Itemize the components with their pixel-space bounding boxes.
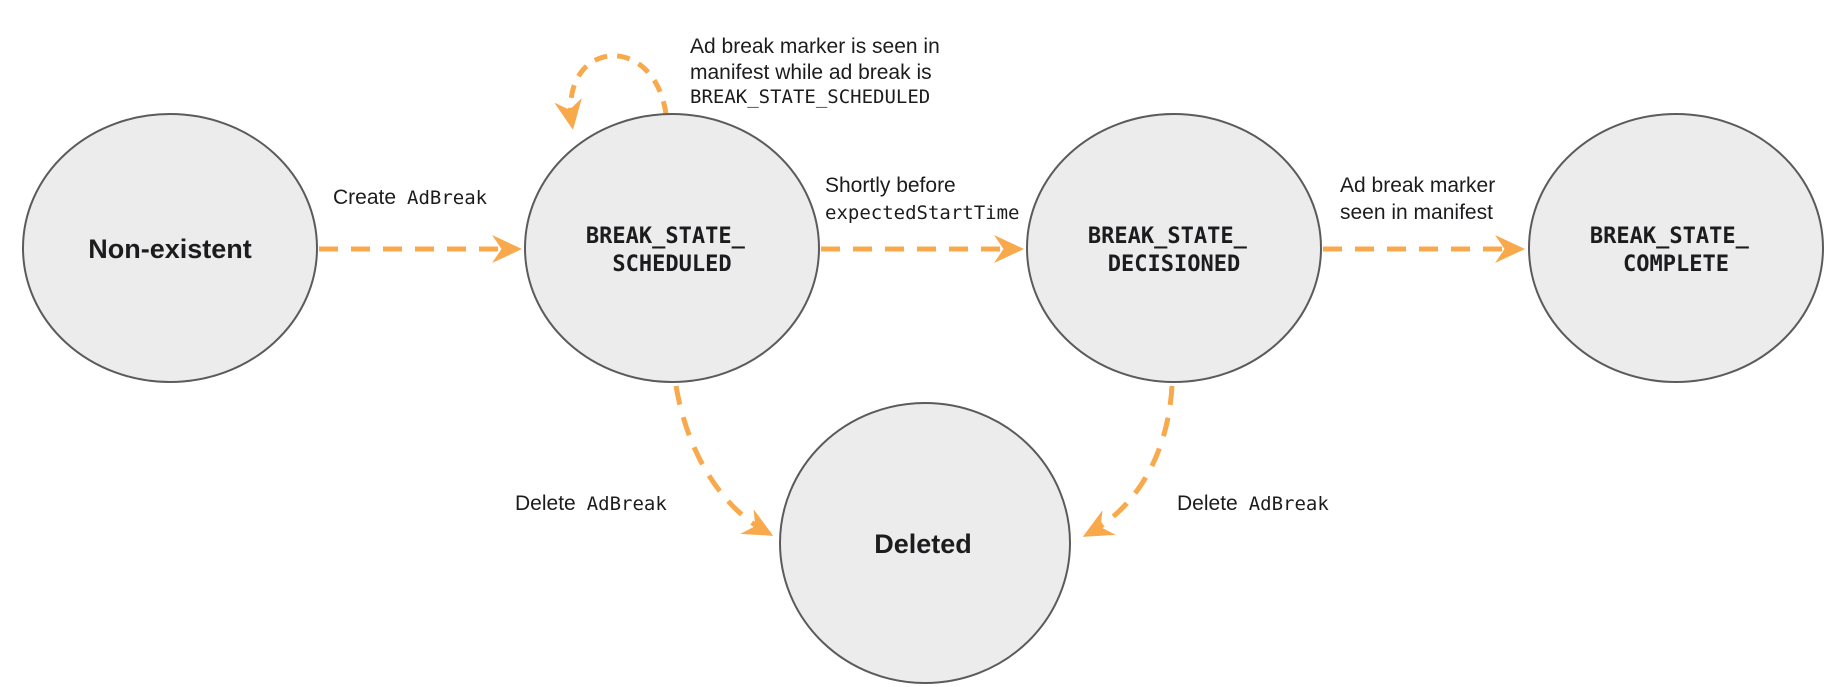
state-label-deleted: Deleted — [874, 529, 972, 559]
state-label-non-existent: Non-existent — [88, 234, 252, 264]
transition-arrow-self-loop — [554, 53, 669, 130]
state-label-break-state-decisioned: BREAK_STATE_ DECISIONED — [1088, 224, 1260, 277]
transition-arrow-delete-from-decisioned — [1082, 385, 1175, 537]
transition-label-marker-seen: Ad break marker seen in manifest — [1340, 174, 1499, 224]
state-node-deleted — [779, 402, 1071, 684]
transition-label-delete-adbreak-right: Delete AdBreak — [1177, 492, 1329, 515]
transition-label-create-adbreak: Create AdBreak — [333, 186, 488, 209]
state-node-break-state-scheduled — [524, 113, 820, 383]
state-label-break-state-complete: BREAK_STATE_ COMPLETE — [1590, 224, 1762, 277]
transition-label-delete-adbreak-left: Delete AdBreak — [515, 492, 667, 515]
state-node-break-state-decisioned — [1026, 113, 1322, 383]
transition-arrow-delete-from-scheduled — [673, 385, 774, 536]
transition-label-shortly-before: Shortly before expectedStartTime — [825, 174, 1019, 224]
state-label-break-state-scheduled: BREAK_STATE_ SCHEDULED — [586, 224, 758, 277]
state-node-break-state-complete — [1528, 113, 1824, 383]
transition-label-self-loop: Ad break marker is seen in manifest whil… — [690, 35, 944, 108]
state-node-non-existent — [22, 113, 318, 383]
